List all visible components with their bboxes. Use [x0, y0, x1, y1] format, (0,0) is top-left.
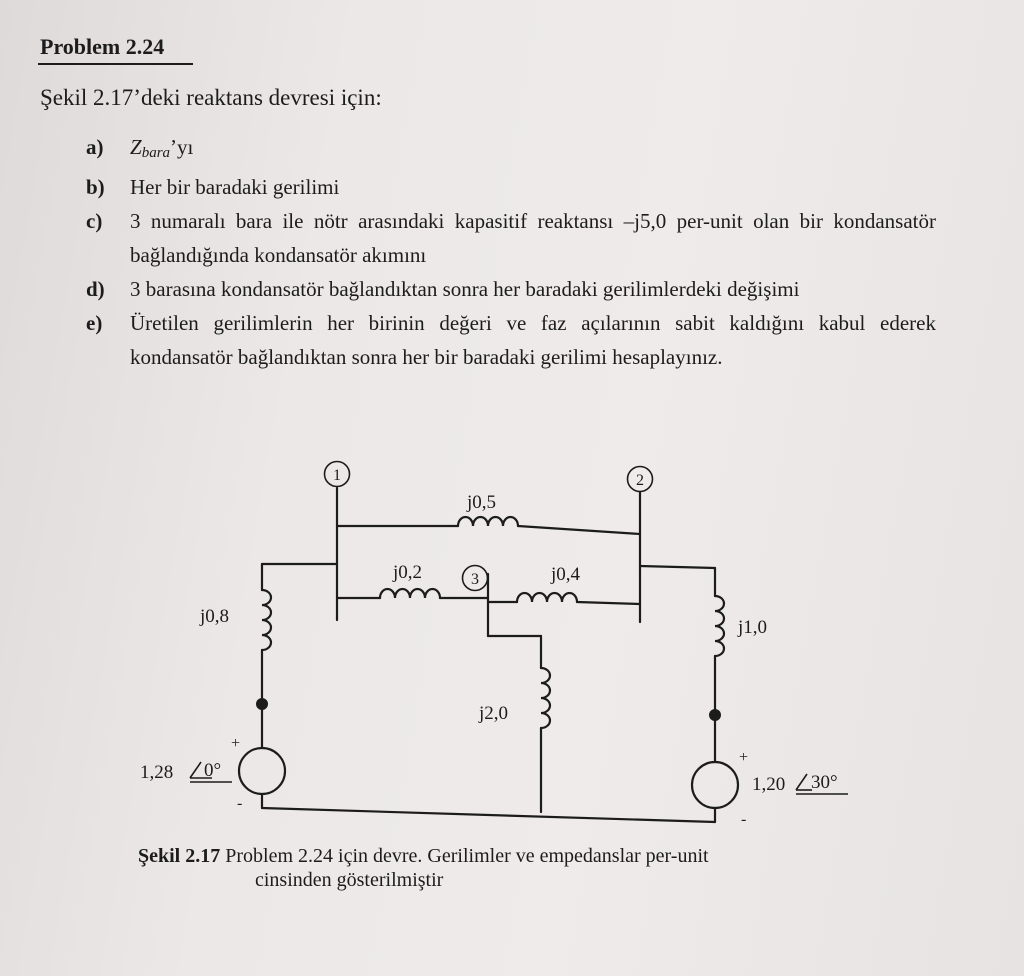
bus-1-number: 1 [333, 467, 341, 484]
reactance-label-j05: j0,5 [466, 492, 496, 513]
inductor-j10 [713, 594, 726, 658]
voltage-source-left [237, 746, 287, 796]
inductor-j08 [260, 588, 273, 652]
figure-caption: Şekil 2.17 Problem 2.24 için devre. Geri… [138, 844, 898, 892]
inductor-j02 [378, 587, 442, 600]
problem-title: Problem 2.24 [40, 34, 165, 59]
question-c: c) 3 numaralı bara ile nötr arasındaki k… [86, 204, 936, 272]
question-d: d) 3 barasına kondansatör bağlandıktan s… [86, 272, 936, 306]
voltage-source-right [690, 760, 740, 810]
reactance-label-j08: j0,8 [199, 606, 229, 627]
question-text: 3 barasına kondansatör bağlandıktan sonr… [130, 277, 800, 301]
left-source-plus: + [231, 735, 240, 752]
question-text: Zbara’yı [130, 130, 936, 170]
question-b: b) Her bir baradaki gerilimi [86, 170, 936, 204]
question-label: c) [86, 209, 103, 233]
question-text: Her bir baradaki gerilimi [130, 175, 340, 199]
question-label: a) [86, 135, 104, 159]
question-text: 3 numaralı bara ile nötr arasındaki kapa… [130, 209, 936, 267]
left-source-magnitude: 1,28 [140, 762, 173, 783]
question-text: Üretilen gerilimlerin her birinin değeri… [130, 311, 936, 369]
question-label: b) [86, 175, 105, 199]
inductor-j04 [515, 591, 579, 604]
caption-label: Şekil 2.17 [138, 845, 221, 867]
right-source-minus: - [741, 811, 746, 828]
angle-symbol-right [795, 773, 808, 791]
bus-2-number: 2 [636, 472, 644, 489]
wire [638, 564, 717, 570]
question-a: a) Zbara’yı [86, 130, 936, 170]
bus-1-marker [323, 460, 351, 488]
bus-3-marker [461, 564, 489, 592]
question-label: d) [86, 277, 105, 301]
z-symbol: Z [130, 135, 142, 159]
reactance-label-j04: j0,4 [550, 564, 581, 585]
junction-dot [709, 709, 721, 721]
problem-intro: Şekil 2.17’deki reaktans devresi için: [40, 85, 382, 110]
wire [575, 600, 642, 606]
question-list: a) Zbara’yı b) Her bir baradaki gerilimi… [86, 130, 936, 374]
wire [516, 524, 642, 536]
question-label: e) [86, 311, 103, 335]
ground-wire [260, 806, 717, 824]
inductor-j05 [456, 515, 520, 528]
caption-text-line1: Problem 2.24 için devre. Gerilimler ve e… [225, 845, 709, 867]
left-source-angle: 0° [204, 760, 221, 781]
question-e: e) Üretilen gerilimlerin her birinin değ… [86, 306, 936, 374]
z-subscript: bara [141, 145, 171, 161]
bus-3-number: 3 [471, 571, 479, 588]
right-source-angle: 30° [811, 772, 838, 793]
z-suffix: ’yı [170, 135, 194, 159]
reactance-label-j20: j2,0 [478, 703, 508, 724]
reactance-label-j10: j1,0 [737, 617, 767, 638]
right-source-plus: + [739, 749, 748, 766]
right-source-magnitude: 1,20 [752, 774, 785, 795]
title-underline [38, 63, 193, 65]
inductor-j20 [539, 666, 552, 730]
junction-dot [256, 698, 268, 710]
caption-text-line2: cinsinden gösterilmiştir [255, 869, 444, 891]
reactance-label-j02: j0,2 [392, 562, 422, 583]
angle-symbol-left [189, 761, 202, 779]
bus-2-marker [626, 465, 654, 493]
left-source-minus: - [237, 795, 242, 812]
